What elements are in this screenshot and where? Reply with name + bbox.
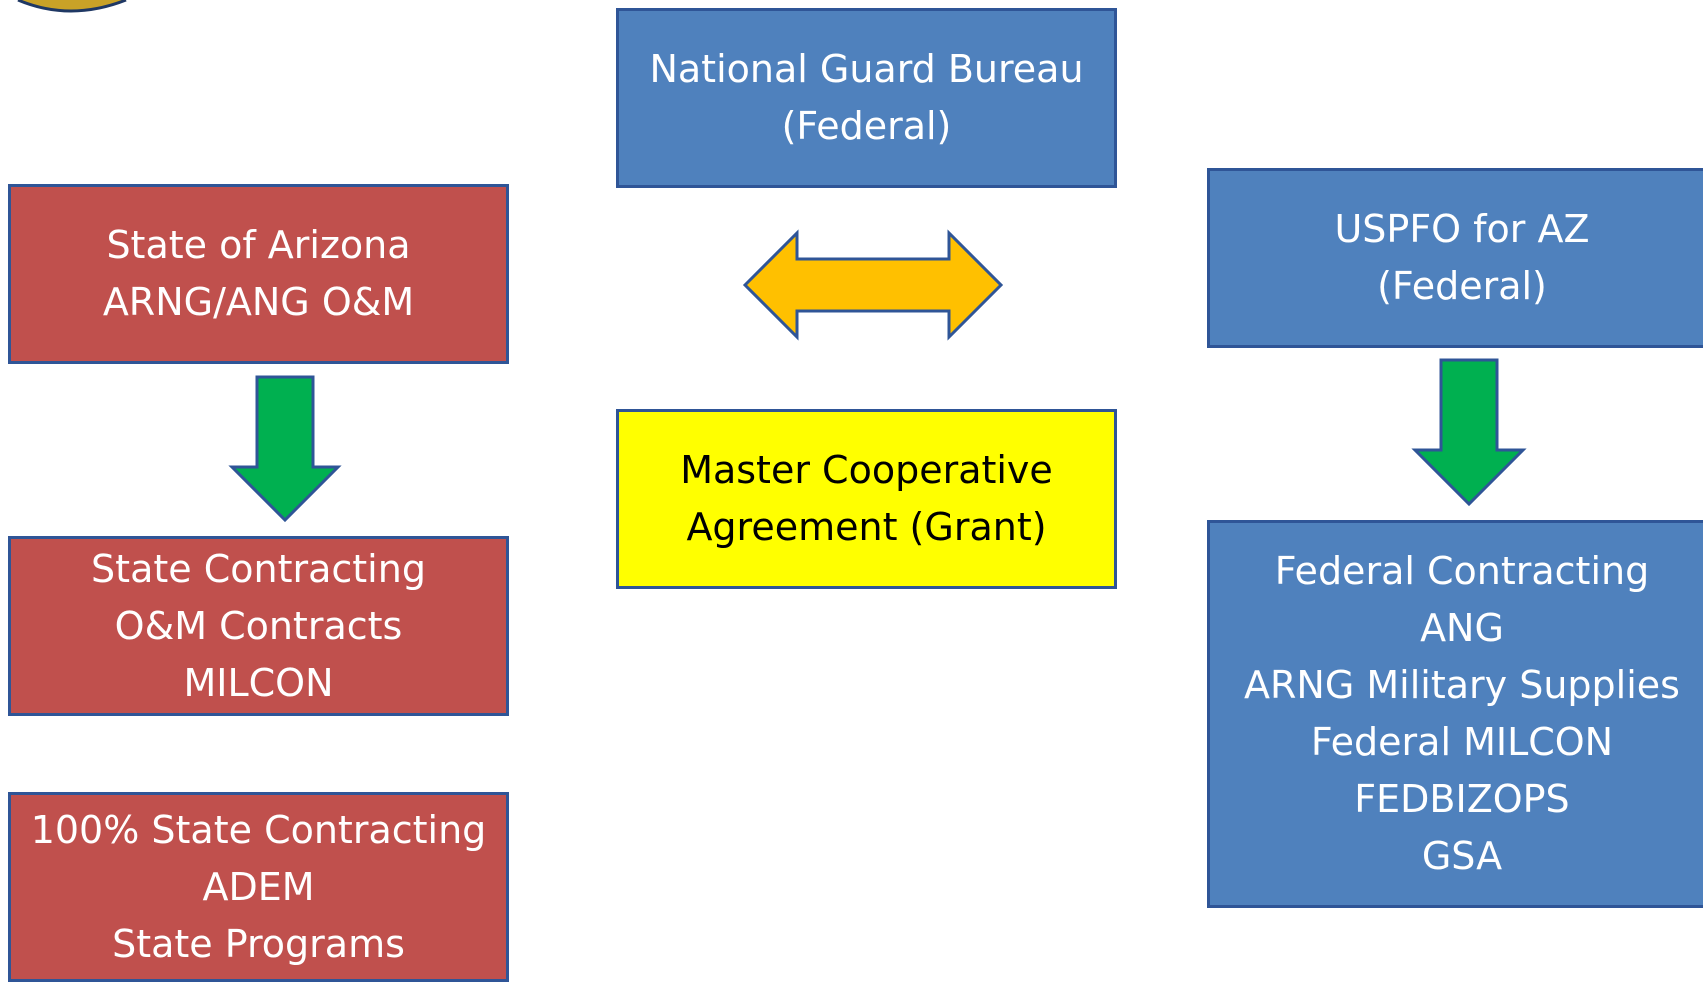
- state-programs-line-3: State Programs: [112, 921, 405, 966]
- federal-contracting-line-4: Federal MILCON: [1310, 720, 1614, 764]
- master-cooperative-agreement-line-2: Agreement (Grant): [686, 505, 1047, 549]
- national-guard-bureau-line-2: (Federal): [781, 104, 952, 148]
- state-programs-box: 100% State Contracting ADEM State Progra…: [8, 792, 509, 982]
- federal-contracting-box: Federal Contracting ANG ARNG Military Su…: [1207, 520, 1703, 908]
- state-contracting-line-2: O&M Contracts: [114, 603, 403, 648]
- federal-contracting-line-1: Federal Contracting: [1274, 549, 1650, 593]
- state-programs-line-2: ADEM: [202, 864, 315, 909]
- down-arrow-left: [228, 375, 342, 523]
- federal-contracting-line-3: ARNG Military Supplies: [1244, 663, 1680, 707]
- state-of-arizona-box: State of Arizona ARNG/ANG O&M: [8, 184, 509, 364]
- state-programs-line-1: 100% State Contracting: [30, 807, 487, 852]
- state-of-arizona-line-2: ARNG/ANG O&M: [102, 280, 415, 324]
- state-contracting-line-1: State Contracting: [91, 546, 426, 591]
- down-arrow-right: [1411, 358, 1527, 507]
- master-cooperative-agreement-line-1: Master Cooperative: [680, 448, 1053, 492]
- seal-logo: [17, 0, 127, 13]
- uspfo-box: USPFO for AZ (Federal): [1207, 168, 1703, 348]
- federal-contracting-line-2: ANG: [1420, 606, 1504, 650]
- master-cooperative-agreement-box: Master Cooperative Agreement (Grant): [616, 409, 1117, 589]
- uspfo-line-1: USPFO for AZ: [1334, 207, 1590, 251]
- state-contracting-line-3: MILCON: [183, 660, 334, 705]
- double-headed-arrow: [742, 229, 1004, 341]
- state-contracting-box: State Contracting O&M Contracts MILCON: [8, 536, 509, 716]
- national-guard-bureau-box: National Guard Bureau (Federal): [616, 8, 1117, 188]
- federal-contracting-line-5: FEDBIZOPS: [1354, 777, 1570, 821]
- state-of-arizona-line-1: State of Arizona: [106, 223, 411, 267]
- uspfo-line-2: (Federal): [1377, 264, 1547, 308]
- federal-contracting-line-6: GSA: [1421, 834, 1503, 878]
- national-guard-bureau-line-1: National Guard Bureau: [649, 47, 1084, 91]
